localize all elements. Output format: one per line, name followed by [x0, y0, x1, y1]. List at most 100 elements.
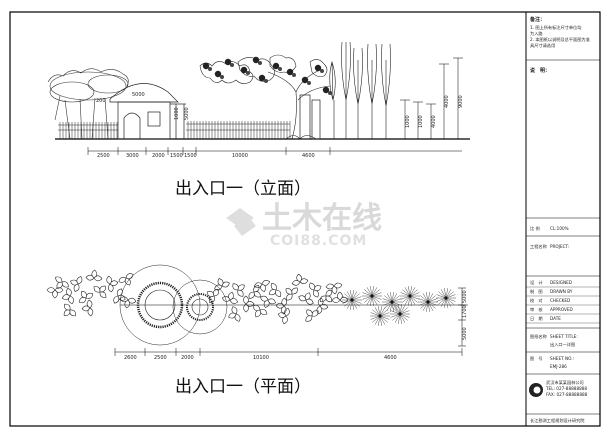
elevation-dimensions-v — [400, 57, 463, 139]
design-row-value: CHECKED — [550, 298, 570, 303]
plan-shrub — [285, 287, 298, 301]
footer-org: 长江勘测工程规划设计研究院 — [530, 417, 585, 424]
elevation-big-tree — [199, 54, 331, 140]
leaf-cluster — [320, 69, 324, 73]
label-200: 200 — [96, 98, 106, 104]
pavilion — [109, 83, 186, 140]
dim-e-3: 2000 — [152, 153, 165, 159]
project-label: 工程名称 — [530, 243, 547, 250]
leaf-cluster — [240, 66, 248, 74]
label-5000: 5000 — [132, 92, 145, 98]
plan-shrub — [214, 278, 230, 291]
dim-p-3: 2000 — [181, 355, 194, 361]
plan-shrub — [228, 306, 241, 322]
leaf-cluster — [230, 63, 234, 67]
leaf-cluster — [314, 64, 322, 72]
plan-shrub — [81, 299, 94, 317]
plan-caption: 出入口一（平面） — [175, 377, 311, 397]
plan-palm — [418, 292, 438, 312]
notes-header: 备注： — [529, 16, 545, 23]
dim-p-1: 2600 — [124, 355, 137, 361]
leaf-cluster — [246, 71, 250, 75]
elevation-vdim-labels: 1000 1000 4000 4000 9000 — [405, 95, 464, 128]
sheet-title-value: SHEET TITLE: — [550, 334, 578, 339]
dim-p-4: 10100 — [253, 355, 269, 361]
design-row-label: 设 计 — [530, 279, 543, 286]
dim-p-5: 4600 — [384, 355, 397, 361]
leaf-cluster — [224, 58, 232, 66]
plan-shrub — [252, 305, 268, 318]
plan-shrub — [298, 292, 314, 305]
plan-shrub — [78, 290, 94, 304]
plan-shrub — [221, 291, 239, 304]
leaf-cluster — [322, 86, 330, 94]
plan-shrub — [206, 288, 219, 304]
plan-palm — [370, 306, 390, 326]
vdim-1: 1000 — [405, 115, 411, 128]
sheet-no-value: SHEET NO.: — [550, 356, 574, 361]
plan-shrub — [260, 295, 276, 308]
elevation-labels: 200 5000 1000 5000 — [96, 92, 190, 120]
plan-shrub — [118, 273, 134, 286]
plan-view: 2600 2500 2000 10100 4600 5000 1700 5000 — [46, 264, 468, 361]
scale-value: CL:100% — [550, 226, 569, 231]
dim-e-4: 1500 — [170, 153, 183, 159]
leaf-cluster — [286, 68, 294, 76]
design-row-value: APPROVED — [550, 307, 573, 312]
dim-e-6: 10000 — [232, 153, 248, 159]
design-row-value: DRAWN BY — [550, 289, 573, 294]
watermark-url: COI88.COM — [270, 233, 367, 249]
plan-shrub — [248, 285, 261, 299]
leaf-cluster — [278, 67, 282, 71]
plan-shrub — [291, 273, 309, 286]
sheet-code: EMJ-286 — [550, 364, 567, 369]
plan-vdim-labels: 5000 1700 5000 — [462, 290, 468, 340]
vdim-5: 9000 — [458, 95, 464, 108]
elevation-dim-labels: 2500 3000 2000 1500 1500 10000 4600 — [97, 153, 315, 159]
design-row-label: 校 对 — [530, 297, 543, 304]
project-value: PROJECT: — [550, 244, 569, 249]
scale-label: 比 例 — [530, 225, 540, 232]
plan-shrub — [119, 296, 137, 309]
elevation-left-trees — [47, 68, 129, 140]
design-row-value: DATE — [550, 316, 561, 321]
plan-shrub — [106, 275, 119, 293]
leaf-cluster — [258, 74, 266, 82]
plan-palm — [400, 286, 420, 306]
plan-palm — [390, 304, 410, 324]
design-row-label: 审 核 — [530, 306, 543, 313]
leaf-cluster — [208, 67, 212, 71]
plan-dimensions-h — [114, 348, 463, 356]
plan-shrub — [70, 276, 83, 292]
plan-shrub — [325, 282, 343, 295]
dim-e-2: 3000 — [126, 153, 139, 159]
pvdim-1: 5000 — [462, 290, 468, 303]
plan-palm — [436, 288, 456, 308]
design-row-value: DESIGNED — [550, 280, 572, 285]
plan-shrub — [85, 269, 103, 282]
elevation-caption: 出入口一（立面） — [175, 179, 311, 199]
plan-dim-labels: 2600 2500 2000 10100 4600 — [124, 355, 397, 361]
plan-shrub — [232, 283, 245, 297]
leaf-cluster — [202, 62, 210, 70]
design-row-label: 日 期 — [530, 316, 543, 322]
note-2: 为入路 — [530, 30, 543, 37]
note-1: 1. 图上所有标注尺寸单位均 — [530, 24, 581, 31]
note-3: 2. 本图纸以说明及总平面图为准 — [530, 36, 590, 43]
dim-e-1: 2500 — [97, 153, 110, 159]
plan-stars — [342, 286, 456, 326]
company-tel: TEL: 027-88888888 — [545, 386, 587, 391]
plan-palm — [382, 292, 402, 312]
dim-p-2: 2500 — [154, 355, 167, 361]
elevation-foliage — [202, 56, 332, 95]
plan-shrub — [331, 291, 349, 303]
leaf-cluster — [258, 61, 262, 65]
label-5000b: 5000 — [184, 107, 190, 120]
sheet-no-label: 图 号 — [530, 356, 543, 362]
watermark-text: 土木在线 — [262, 201, 382, 236]
vdim-2: 1000 — [418, 115, 424, 128]
explain-header: 说 明： — [530, 67, 550, 74]
vdim-4: 4000 — [444, 95, 450, 108]
plan-shrub — [61, 287, 74, 305]
